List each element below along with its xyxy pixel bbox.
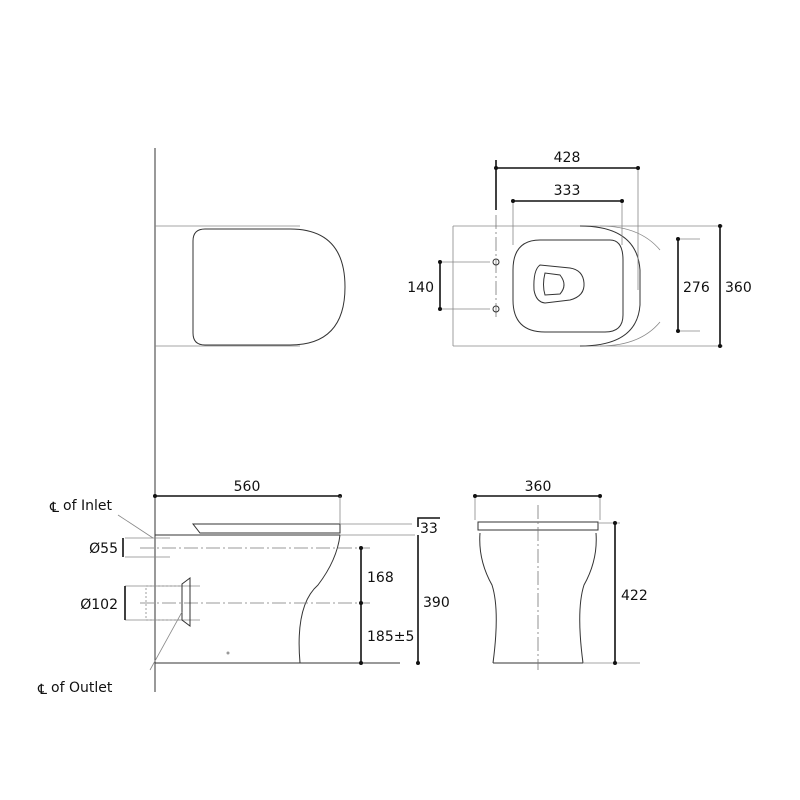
fixing-hole (492, 305, 500, 313)
inlet-label: of Inlet (63, 498, 112, 514)
dim-inlet-diameter: Ø55 (89, 541, 118, 557)
dim-33: 33 (420, 521, 438, 537)
pan-front-view (473, 494, 640, 670)
dim-333: 333 (554, 183, 581, 199)
dim-428: 428 (554, 150, 581, 166)
dim-276: 276 (683, 280, 710, 296)
dim-360-front: 360 (525, 479, 552, 495)
pan-plan-view (438, 160, 723, 348)
pan-side-view (117, 494, 440, 671)
outlet-centerline-symbol: ℄ (37, 682, 47, 698)
dim-390: 390 (423, 595, 450, 611)
dim-560: 560 (234, 479, 261, 495)
dim-185: 185±5 (367, 629, 414, 645)
dim-360-plan: 360 (725, 280, 752, 296)
fixing-hole (492, 258, 500, 266)
dim-168: 168 (367, 570, 394, 586)
lid-plan-view (155, 225, 346, 347)
dim-422: 422 (621, 588, 648, 604)
outlet-label: of Outlet (51, 680, 113, 696)
dim-outlet-diameter: Ø102 (80, 597, 118, 613)
inlet-centerline-symbol: ℄ (49, 500, 59, 516)
dim-140: 140 (407, 280, 434, 296)
